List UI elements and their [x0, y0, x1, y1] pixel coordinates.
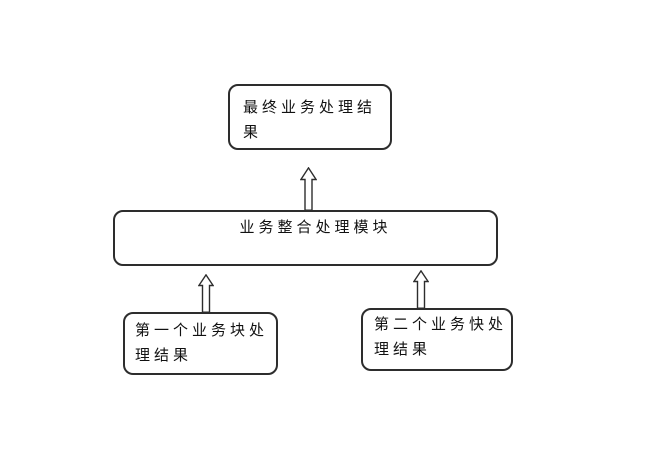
node-final-result-label: 最终业务处理结果 — [243, 99, 377, 141]
node-integration-module-label: 业务整合处理模块 — [239, 219, 392, 236]
node-integration-module: 业务整合处理模块 — [113, 210, 498, 266]
up-arrow-icon — [413, 270, 429, 309]
node-second-block-result: 第二个业务快处理结果 — [361, 308, 513, 371]
node-first-block-result-label: 第一个业务块处理结果 — [135, 322, 269, 364]
node-final-result: 最终业务处理结果 — [228, 84, 392, 150]
up-arrow-icon — [198, 274, 214, 313]
node-first-block-result: 第一个业务块处理结果 — [123, 312, 278, 375]
node-second-block-result-label: 第二个业务快处理结果 — [374, 316, 508, 358]
up-arrow-icon — [300, 167, 317, 211]
